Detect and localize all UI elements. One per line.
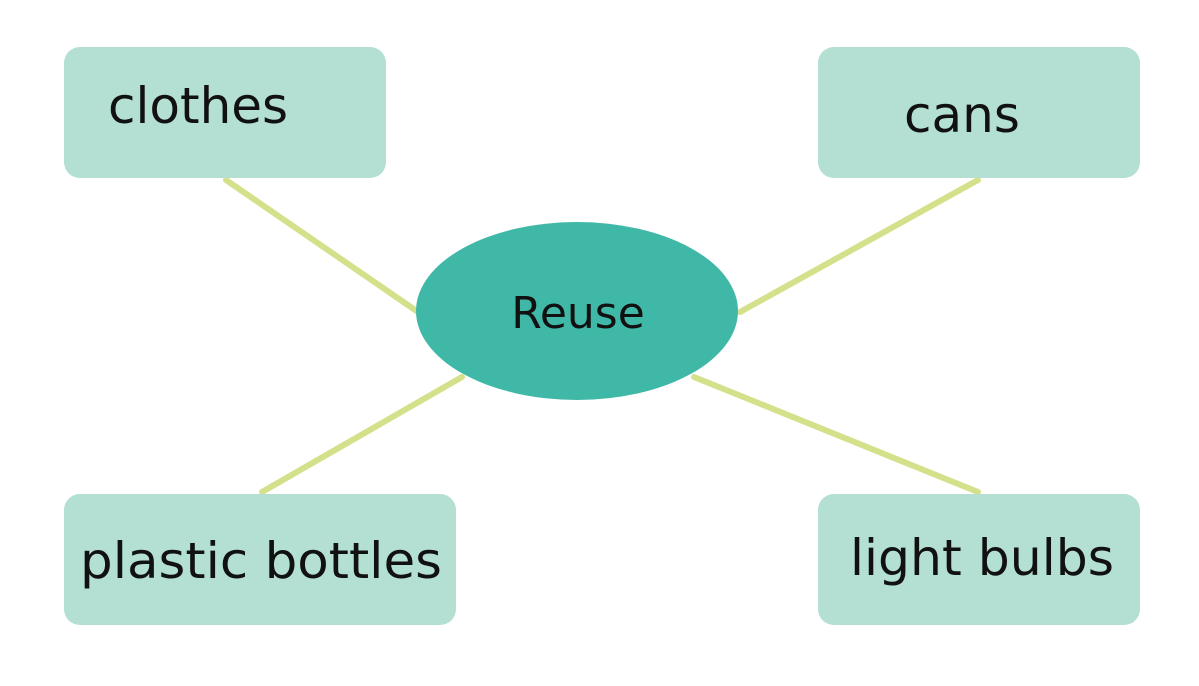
connectors: [223, 177, 981, 495]
connector-clothes: [223, 177, 421, 315]
leaf-node-cans: cans: [818, 47, 1140, 178]
leaf-label-light-bulbs: light bulbs: [850, 529, 1114, 587]
leaf-node-light-bulbs: light bulbs: [818, 494, 1140, 625]
leaf-label-cans: cans: [904, 86, 1020, 144]
leaf-node-clothes: clothes: [64, 47, 386, 178]
leaf-node-plastic-bottles: plastic bottles: [64, 494, 456, 625]
connector-cans: [737, 177, 981, 315]
center-ellipse: [416, 222, 738, 400]
leaf-box-light-bulbs: [818, 494, 1140, 625]
leaf-label-clothes: clothes: [108, 77, 288, 135]
connector-light-bulbs: [691, 374, 981, 495]
leaf-box-plastic-bottles: [64, 494, 456, 625]
center-node: Reuse: [416, 222, 738, 400]
leaf-box-clothes: [64, 47, 386, 178]
leaf-label-plastic-bottles: plastic bottles: [80, 532, 442, 590]
connector-plastic-bottles: [259, 374, 465, 495]
leaf-box-cans: [818, 47, 1140, 178]
center-label: Reuse: [511, 288, 645, 339]
